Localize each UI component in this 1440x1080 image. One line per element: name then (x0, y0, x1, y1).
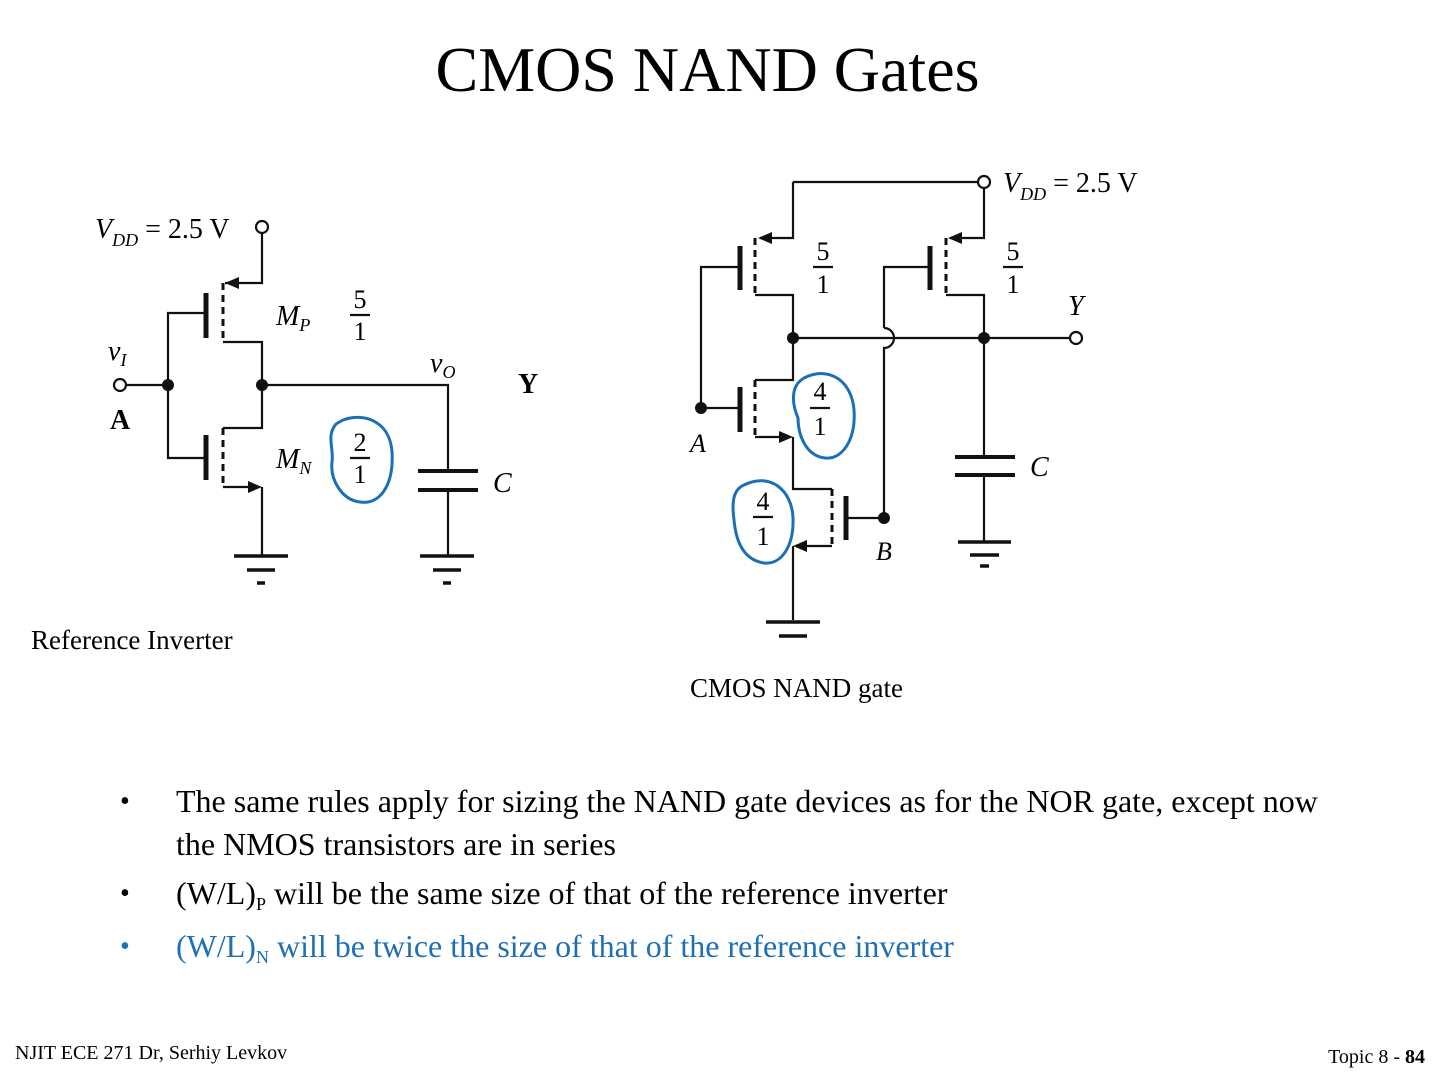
nmos-b-ratio-den: 1 (757, 522, 770, 551)
nand-cap-ground-icon (958, 540, 1011, 568)
bullet-item-highlighted: • (W/L)N will be twice the size of that … (120, 925, 1340, 968)
nand-vdd-terminal (976, 174, 992, 190)
bullet-list: • The same rules apply for sizing the NA… (120, 780, 1340, 974)
inv-vo-label: vO (430, 348, 455, 382)
nand-ground-icon (766, 620, 820, 638)
mp-ratio-num: 5 (354, 285, 367, 314)
inv-input-terminal[interactable] (112, 377, 128, 393)
nand-output-y-label: Y (1068, 291, 1087, 322)
nand-input-b-label: B (876, 537, 892, 566)
pmos-a-ratio-num: 5 (817, 237, 830, 266)
pmos-b-ratio-den: 1 (1007, 270, 1020, 299)
cap-ground-icon (420, 554, 474, 585)
pmos-arrow-icon (225, 277, 239, 289)
reference-inverter-schematic: VDD = 2.5 V vI A vO Y MP MN 5 1 2 1 C (95, 214, 538, 585)
inv-vdd-label: VDD = 2.5 V (95, 214, 230, 250)
footer-page-number: Topic 8 - 84 (1328, 1046, 1425, 1068)
nmos-a-ratio-highlight-circle (792, 372, 856, 460)
nmos-a-arrow-icon (779, 431, 793, 443)
nand-output-terminal[interactable] (1068, 330, 1084, 346)
mn-label: MN (275, 444, 312, 478)
inv-vdd-terminal (254, 219, 270, 235)
nmos-arrow-icon (248, 481, 262, 493)
bullet-item: • The same rules apply for sizing the NA… (120, 780, 1340, 866)
nand-cap-label: C (1030, 452, 1049, 483)
nand-input-a-label: A (688, 429, 706, 458)
inv-output-y-label: Y (518, 369, 538, 400)
footer-course: NJIT ECE 271 Dr, Serhiy Levkov (15, 1042, 288, 1064)
bullet-item: • (W/L)P will be the same size of that o… (120, 872, 1340, 915)
nand-input-b-terminal[interactable] (878, 512, 890, 524)
mn-ratio-num: 2 (354, 428, 367, 457)
nmos-a-ratio-den: 1 (814, 412, 827, 441)
inv-capacitor-icon (418, 469, 478, 492)
bullet-dot-icon: • (120, 878, 130, 909)
slide-title: CMOS NAND Gates (435, 34, 980, 105)
inv-cap-label: C (493, 468, 512, 499)
pmos-a-arrow-icon (758, 232, 772, 244)
nand-vdd-label: VDD = 2.5 V (1003, 168, 1138, 204)
inv-input-a-label: A (110, 405, 131, 436)
inv-ground-icon (234, 554, 288, 585)
bullet-dot-icon: • (120, 931, 130, 962)
mp-label: MP (275, 301, 310, 335)
nmos-a-ratio-num: 4 (814, 377, 827, 406)
inv-vi-label: vI (108, 336, 127, 370)
bullet-dot-icon: • (120, 786, 130, 817)
nmos-b-ratio-num: 4 (757, 487, 770, 516)
mn-ratio-highlight-circle (329, 415, 394, 504)
nand-capacitor-icon (955, 455, 1015, 477)
pmos-b-arrow-icon (948, 232, 962, 244)
pmos-b-ratio-num: 5 (1007, 237, 1020, 266)
pmos-a-ratio-den: 1 (817, 270, 830, 299)
nand-gate-caption: CMOS NAND gate (690, 673, 903, 703)
reference-inverter-caption: Reference Inverter (31, 625, 233, 655)
mp-ratio-den: 1 (354, 317, 367, 346)
nand-gate-schematic: VDD = 2.5 V Y A B C 5 1 5 1 4 1 (688, 168, 1138, 638)
nmos-b-ratio-highlight-circle (731, 479, 795, 565)
nand-input-a-terminal[interactable] (695, 402, 707, 414)
nmos-b-arrow-icon (793, 540, 807, 552)
mn-ratio-den: 1 (354, 460, 367, 489)
